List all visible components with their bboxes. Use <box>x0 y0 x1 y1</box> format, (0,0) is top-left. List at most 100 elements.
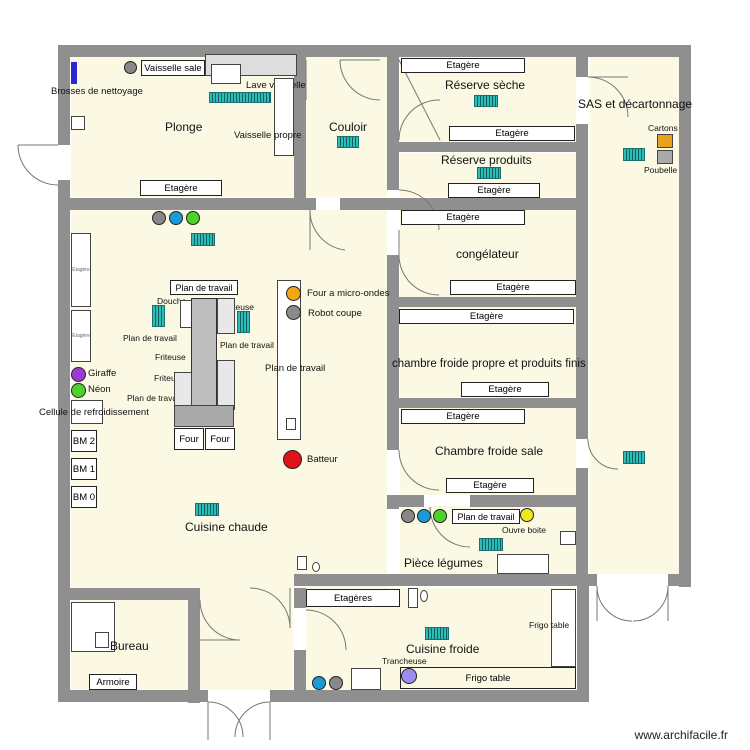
sauteuse-label: Sauteuse <box>218 302 254 312</box>
toilet-icon <box>420 590 428 602</box>
vaisselle-propre-table <box>274 78 294 156</box>
oven-hood <box>174 405 234 427</box>
bm0-unit: BM 0 <box>71 486 97 508</box>
brush-rack-icon <box>71 62 77 84</box>
sink-icon <box>560 531 576 545</box>
radiator-icon <box>191 233 215 246</box>
friteuse-label-2: Friteuse <box>154 373 185 383</box>
etagere-congelateur-top: Etagère <box>401 210 525 225</box>
radiator-icon <box>237 311 250 333</box>
robot-coupe-icon <box>152 211 166 225</box>
radiator-icon <box>425 627 449 640</box>
brosses-label: Brosses de nettoyage <box>51 86 143 97</box>
floor-passage <box>200 588 293 690</box>
etagere-vertical-bottom: Etagère <box>71 310 91 362</box>
frigo-table-vertical <box>551 589 576 667</box>
friteuse-label-1: Friteuse <box>155 352 186 362</box>
giraffe-icon <box>71 367 86 382</box>
blue-device-icon <box>417 509 431 523</box>
room-label-cuisine-chaude: Cuisine chaude <box>185 520 268 534</box>
radiator-icon <box>477 167 501 179</box>
robot-coupe-icon <box>286 305 301 320</box>
room-label-plonge: Plonge <box>165 120 203 134</box>
ouvre-boite-icon <box>520 508 534 522</box>
radiator-icon <box>195 503 219 516</box>
room-label-piece-legumes: Pièce légumes <box>404 556 483 570</box>
floor-couloir <box>306 57 387 197</box>
micro-ondes-icon <box>286 286 301 301</box>
robot-coupe-label: Robot coupe <box>308 308 362 319</box>
sink-icon <box>351 668 381 690</box>
trancheuse-icon <box>401 668 417 684</box>
room-label-chambre-sale: Chambre froide sale <box>435 444 544 458</box>
room-label-reserve-seche: Réserve sèche <box>445 78 526 92</box>
radiator-icon <box>623 148 645 161</box>
room-label-cuisine-froide: Cuisine froide <box>406 642 480 656</box>
plan-de-travail-left-label: Plan de travail <box>123 333 177 343</box>
ouvre-boite-label: Ouvre boite <box>502 525 546 535</box>
sink-icon <box>408 588 418 608</box>
micro-ondes-label: Four a micro-ondes <box>307 288 390 299</box>
room-label-couloir: Couloir <box>329 120 368 134</box>
douche-label: Douche <box>157 296 187 306</box>
plan-de-travail-vertical-label: Plan de travail <box>265 363 326 374</box>
neon-device-icon <box>186 211 200 225</box>
etagere-chambre-propre-bottom: Etagère <box>461 382 549 397</box>
sink-icon <box>297 556 307 570</box>
room-label-chambre-propre: chambre froide propre et produits finis <box>392 358 586 370</box>
etagere-vertical-top: Etagère <box>71 233 91 307</box>
blue-device-icon <box>169 211 183 225</box>
poubelle-label: Poubelle <box>644 165 678 175</box>
radiator-icon <box>152 305 165 327</box>
etagere-reserve-seche-top: Etagère <box>401 58 525 73</box>
bm1-unit: BM 1 <box>71 458 97 480</box>
etagere-chambre-sale-top: Etagère <box>401 409 525 424</box>
trancheuse-label: Trancheuse <box>382 656 427 666</box>
radiator-icon <box>474 95 498 107</box>
friteuse-unit <box>217 360 235 410</box>
credit-watermark: www.archifacile.fr <box>634 728 728 742</box>
etagere-reserve-seche-bottom: Etagère <box>449 126 575 141</box>
neon-label: Néon <box>88 384 111 395</box>
plan-de-travail-legumes: Plan de travail <box>452 509 520 524</box>
cellule-unit <box>71 400 103 424</box>
neon-icon <box>71 383 86 398</box>
sink-icon <box>286 418 296 430</box>
cooking-island <box>191 298 217 408</box>
four-right: Four <box>205 428 235 450</box>
etagere-chambre-sale-bottom: Etagère <box>446 478 534 493</box>
etagere-reserve-produits: Etagère <box>448 183 540 198</box>
armoire-unit: Armoire <box>89 674 137 690</box>
robot-coupe-icon <box>401 509 415 523</box>
four-left: Four <box>174 428 204 450</box>
frigo-table-bottom: Frigo table <box>400 667 576 689</box>
etagere-congelateur-bottom: Etagère <box>450 280 576 295</box>
cartons-bin-icon <box>657 134 673 148</box>
etagere-plonge: Etagère <box>140 180 222 196</box>
floor-plonge <box>71 57 300 197</box>
chair-icon <box>95 632 109 648</box>
plan-de-travail-right-label: Plan de travail <box>220 340 274 350</box>
desk <box>71 602 115 652</box>
bm2-unit: BM 2 <box>71 430 97 452</box>
robot-coupe-icon <box>329 676 343 690</box>
neon-device-icon <box>433 509 447 523</box>
sink-icon <box>211 64 241 84</box>
vaisselle-propre-label: Vaisselle propre <box>234 130 302 141</box>
giraffe-label: Giraffe <box>88 368 117 379</box>
cellule-label: Cellule de refroidissement <box>39 407 149 418</box>
room-label-sas: SAS et décartonnage <box>578 97 693 111</box>
cartons-label: Cartons <box>648 123 678 133</box>
double-sink-icon <box>497 554 549 574</box>
sauteuse-unit <box>217 298 235 334</box>
plan-de-travail-vertical <box>277 280 301 440</box>
vaisselle-sale-shelf: Vaisselle sale <box>141 60 205 76</box>
radiator-icon <box>337 136 359 148</box>
radiator-icon <box>479 538 503 551</box>
radiator-icon <box>623 451 645 464</box>
device-round-icon <box>124 61 137 74</box>
batteur-icon <box>283 450 302 469</box>
room-label-congelateur: congélateur <box>456 247 519 261</box>
plan-de-travail-bottom-label: Plan de travail <box>127 393 181 403</box>
blue-device-icon <box>312 676 326 690</box>
